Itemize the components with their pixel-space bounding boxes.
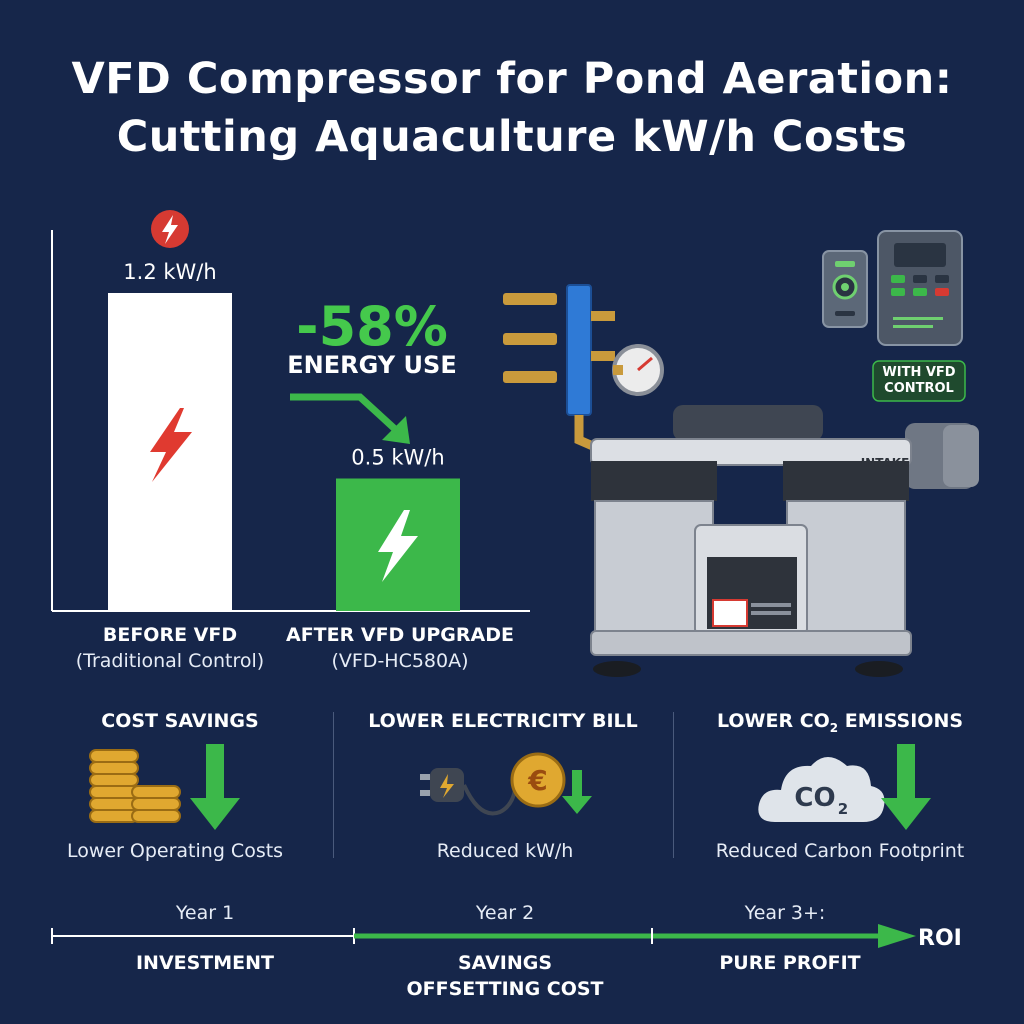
air-manifold-icon (503, 284, 664, 452)
value-label-after: 0.5 kW/h (351, 446, 444, 470)
timeline-phase-savings-line1: SAVINGS (457, 952, 553, 974)
vfd-controller-icon (822, 230, 963, 346)
roi-timeline (51, 924, 916, 948)
category-label-after: AFTER VFD UPGRADE (286, 624, 514, 646)
benefit-caption-co2: Reduced Carbon Footprint (715, 840, 965, 862)
reduction-percent: -58% (296, 295, 448, 358)
svg-text:CO: CO (794, 783, 835, 813)
bolt-red-icon (150, 408, 192, 482)
cost-down-arrow-icon (190, 744, 240, 830)
energy-bar-chart: 1.2 kW/h 0.5 kW/h -58% ENERGY USE (51, 210, 530, 612)
divider-2 (673, 712, 674, 858)
timeline-roi-label: ROI (918, 926, 962, 951)
timeline-arrow-head-icon (878, 924, 916, 948)
plug-euro-icon: € (420, 752, 592, 816)
vfd-label-line2: CONTROL (884, 381, 954, 396)
down-arrow-head-icon (382, 416, 410, 444)
vfd-label-line1: WITH VFD (882, 365, 955, 380)
reduction-caption: ENERGY USE (287, 351, 456, 379)
co2-cloud-icon: CO 2 (758, 744, 931, 830)
timeline-phase-savings-line2: OFFSETTING COST (406, 978, 604, 1000)
title-line-2: Cutting Aquaculture kW/h Costs (116, 112, 908, 162)
coins-icon (89, 744, 240, 830)
timeline-phase-investment: INVESTMENT (135, 952, 275, 974)
benefit-caption-bill: Reduced kW/h (436, 840, 574, 862)
category-sublabel-after: (VFD-HC580A) (331, 650, 469, 672)
category-sublabel-before: (Traditional Control) (75, 650, 265, 672)
compressor-body-icon (590, 405, 979, 677)
title-line-1: VFD Compressor for Pond Aeration: (71, 54, 953, 104)
down-arrow-line (290, 393, 399, 433)
benefit-caption-cost: Lower Operating Costs (66, 840, 284, 862)
divider-1 (333, 712, 334, 858)
timeline-year-2: Year 2 (475, 902, 535, 924)
timeline-phase-profit: PURE PROFIT (719, 952, 861, 974)
alert-bolt-icon (151, 210, 189, 248)
intake-label: INTAKE (861, 456, 910, 470)
benefit-heading-co2: LOWER CO2 EMISSIONS (716, 710, 964, 735)
category-label-before: BEFORE VFD (102, 624, 238, 646)
svg-text:2: 2 (838, 800, 848, 818)
compressor-illustration: WITH VFD CONTROL INTAKE (503, 230, 979, 677)
svg-text:€: € (527, 764, 547, 797)
vfd-control-badge (872, 360, 966, 402)
timeline-year-1: Year 1 (175, 902, 235, 924)
benefit-heading-bill: LOWER ELECTRICITY BILL (368, 710, 638, 732)
timeline-year-3: Year 3+: (744, 902, 826, 924)
value-label-before: 1.2 kW/h (123, 260, 216, 284)
benefit-heading-cost: COST SAVINGS (101, 710, 259, 732)
bolt-white-icon (378, 510, 418, 582)
